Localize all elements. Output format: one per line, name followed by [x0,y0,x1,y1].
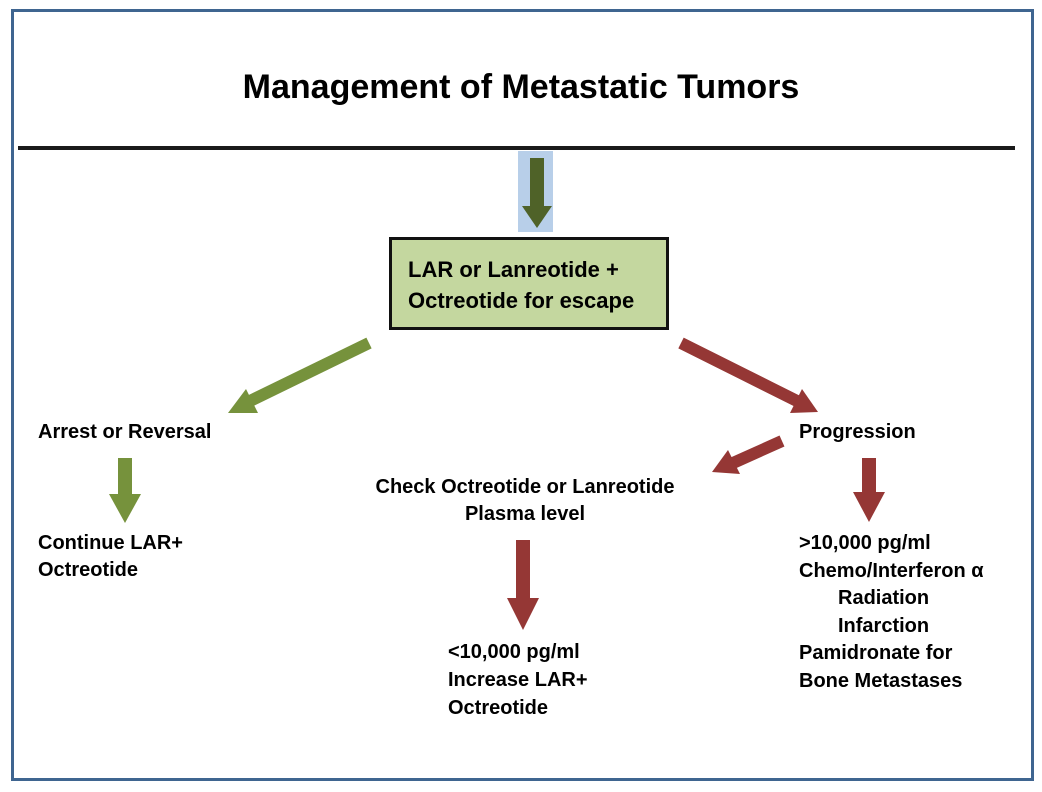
increase-line-3: Octreotide [448,697,549,719]
continue-result: Continue LAR+ Octreotide [38,530,183,584]
therapy-line-2: Chemo/Interferon α [799,559,984,582]
arrow-to-arrest-icon [228,337,372,413]
progression-label: Progression [799,421,916,443]
page-title: Management of Metastatic Tumors [242,68,800,106]
arrow-down-icon [522,158,552,228]
arrow-to-increase-icon [507,540,539,630]
increase-result: <10,000 pg/ml Increase LAR+ Octreotide [448,638,588,722]
arrest-label: Arrest or Reversal [38,421,212,443]
increase-line-2: Increase LAR+ [448,669,588,691]
box-line-1: LAR or Lanreotide + [408,257,619,282]
arrow-to-check-icon [712,435,785,474]
continue-line-2: Octreotide [38,559,139,581]
arrow-to-continue-icon [109,458,141,523]
continue-line-1: Continue LAR+ [38,532,183,554]
check-label: Check Octreotide or Lanreotide Plasma le… [347,474,703,528]
increase-line-1: <10,000 pg/ml [448,641,580,663]
therapy-line-5: Pamidronate for [799,642,953,664]
therapy-line-3: Radiation [838,587,930,609]
therapy-result: >10,000 pg/ml Chemo/Interferon α Radiati… [799,530,984,695]
therapy-line-6: Bone Metastases [799,669,963,692]
treatment-box: LAR or Lanreotide + Octreotide for escap… [389,237,669,330]
box-line-2: Octreotide for escape [408,288,635,313]
title-divider [18,146,1015,150]
check-line-1: Check Octreotide or Lanreotide [375,476,675,498]
therapy-line-4: Infarction [838,614,930,637]
check-line-2: Plasma level [464,503,586,525]
arrow-to-therapy-icon [853,458,885,522]
slide-frame [11,9,1034,781]
therapy-line-1: >10,000 pg/ml [799,532,931,554]
arrow-to-progression-icon [678,337,818,413]
